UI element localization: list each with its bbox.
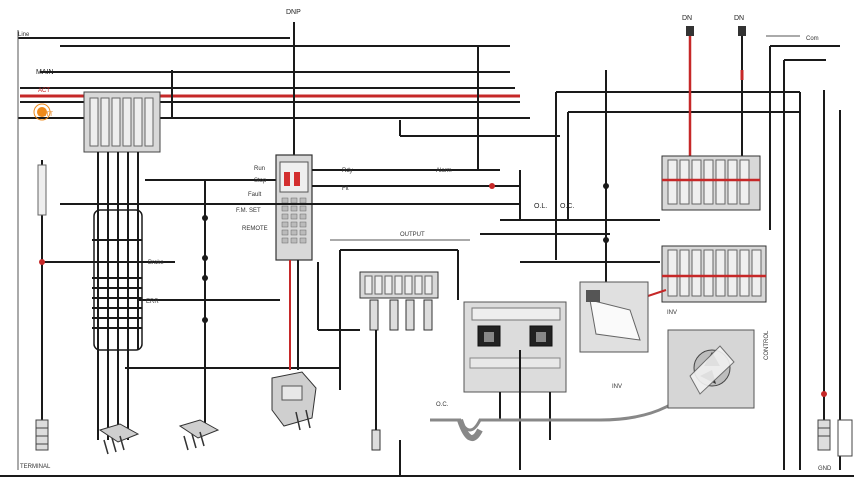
dn-terminal-1: [686, 26, 694, 36]
main-label: MAIN: [36, 69, 54, 76]
terminal-label: TERMINAL: [20, 464, 51, 470]
err-label: ERR: [146, 299, 159, 305]
output-terminal-row: [359, 271, 439, 299]
dist-nodes: [202, 215, 208, 323]
interface-panel: [463, 301, 567, 393]
gnd-label: GND: [818, 466, 832, 472]
cable-bend: [430, 388, 692, 432]
top-center-label: DNP: [286, 9, 301, 16]
relay-module: [271, 371, 317, 431]
drop-connectors: [369, 299, 433, 451]
mid-label-flt: Flt: [342, 186, 349, 192]
control-label: CONTROL: [764, 330, 770, 360]
ctrl-label-fm: F.M. SET: [236, 208, 261, 214]
fan-icon: [667, 329, 755, 409]
dn-label-2: DN: [734, 15, 744, 22]
ctrl-label-remote: REMOTE: [242, 226, 268, 232]
right-routing-wires: [399, 46, 800, 320]
terminal-rungs: [92, 239, 142, 329]
breaker-block-upper: [661, 155, 761, 211]
breaker-block-lower: [661, 245, 767, 303]
output-panel-label: OUTPUT: [400, 232, 425, 238]
ctrl-label-fault: Fault: [248, 192, 262, 198]
node-dot-red: [489, 183, 495, 189]
mid-label-rdy: Rdy: [342, 168, 353, 174]
node-dot: [603, 237, 609, 243]
dn-terminal-2: [738, 26, 746, 36]
left-resistor: [37, 164, 47, 216]
dn-label-1: DN: [682, 15, 692, 22]
ol-label: O.L.: [534, 203, 547, 210]
terminal-harness: [93, 209, 143, 351]
ctrl-label-run: Run: [254, 166, 265, 172]
brake-label: Brake: [148, 260, 164, 266]
orange-label-1: ACT: [38, 88, 50, 94]
indicator-lamp-icon: [33, 103, 51, 121]
controller-module: [275, 154, 313, 261]
ctrl-label-stop: Stop: [254, 178, 267, 184]
cable-loop: [457, 419, 483, 441]
left-connector: [35, 419, 49, 451]
right-small-label: INV: [612, 384, 622, 390]
sensor-icon: [579, 281, 649, 353]
node-dot: [603, 183, 609, 189]
terminal-down-wires: [97, 152, 139, 440]
node-dot-red: [821, 391, 827, 397]
top-left-label: Line: [18, 32, 30, 38]
oc-label: O.C.: [436, 402, 449, 408]
inv-label: INV: [667, 310, 677, 316]
com-label: Com: [806, 36, 819, 42]
main-terminal-block: [83, 91, 161, 153]
right-connector: [817, 419, 853, 457]
oc-dup-label: O.C.: [560, 203, 574, 210]
plug-connector-icon: [178, 419, 220, 451]
node-dot: [39, 259, 45, 265]
mid-label-alarm: Alarm: [436, 168, 452, 174]
plug-connector-icon: [98, 423, 140, 455]
